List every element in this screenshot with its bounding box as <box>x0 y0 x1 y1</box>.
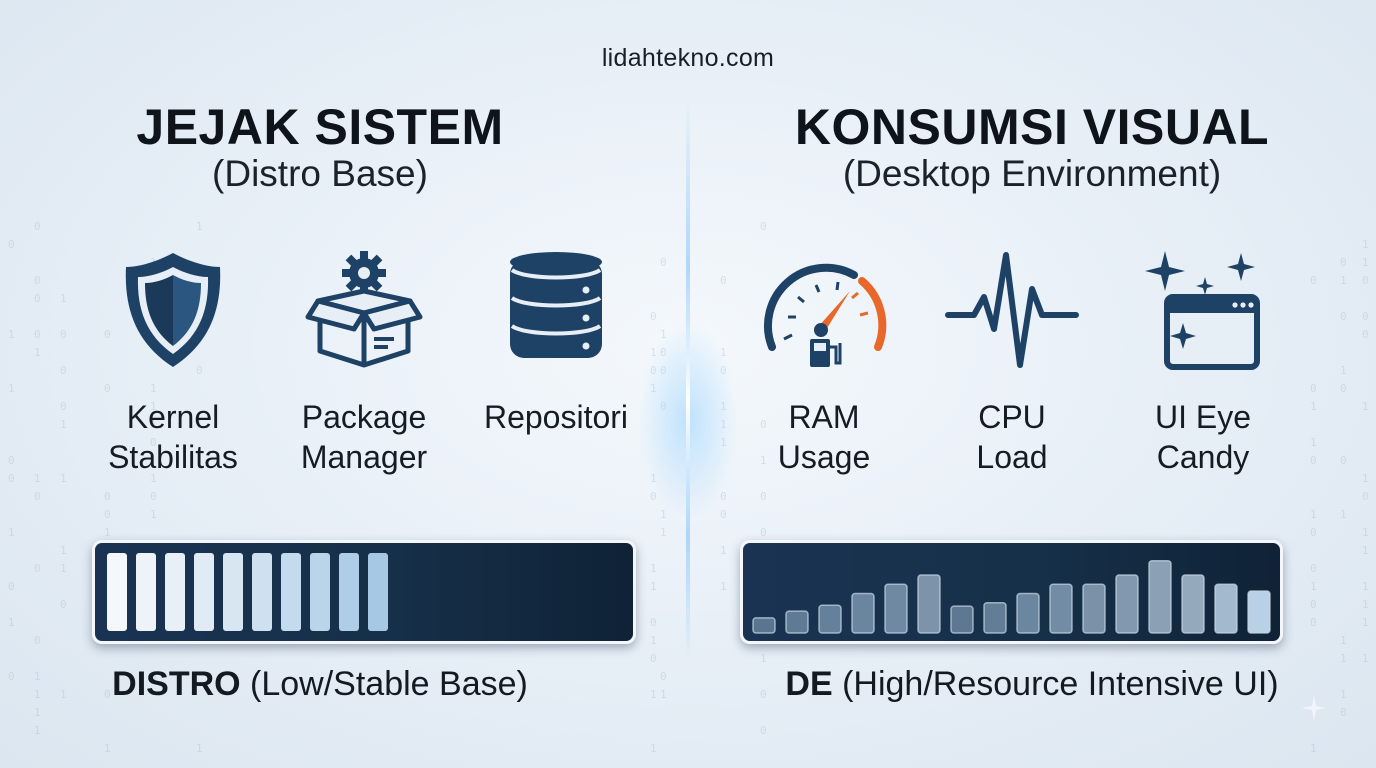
de-meter-bar <box>1214 583 1238 634</box>
de-meter <box>740 540 1283 644</box>
item-label-package: Package Manager <box>300 399 428 475</box>
de-meter-bar <box>1049 583 1073 634</box>
distro-meter-segment <box>252 553 272 631</box>
item-label-ui: UI Eye Candy <box>1154 399 1252 475</box>
right-subtitle: (Desktop Environment) <box>842 153 1222 194</box>
item-ram: RAM Usage <box>739 245 909 477</box>
de-meter-bar <box>818 604 842 634</box>
corner-sparkle-icon <box>1302 696 1326 720</box>
de-meter-bar <box>983 602 1007 634</box>
center-divider <box>686 100 690 660</box>
de-meter-bar <box>851 592 875 634</box>
database-icon <box>471 245 641 375</box>
right-panel: KONSUMSI VISUAL (Desktop Environment) <box>688 0 1376 768</box>
site-watermark: lidahtekno.com <box>601 44 775 72</box>
de-meter-bar <box>884 583 908 634</box>
distro-meter-segment <box>281 553 301 631</box>
left-panel: JEJAK SISTEM (Distro Base) Kernel Stabil… <box>0 99 664 704</box>
distro-meter-segment <box>368 553 388 631</box>
left-caption-rest: (Low/Stable Base) <box>240 665 528 703</box>
gauge-icon <box>739 245 909 375</box>
right-caption-bold: DE <box>785 665 833 703</box>
item-kernel: Kernel Stabilitas <box>88 245 258 477</box>
sparkle-window-icon <box>1118 245 1288 375</box>
distro-meter-segment <box>165 553 185 631</box>
de-meter-bar <box>785 610 809 634</box>
left-caption-bold: DISTRO <box>112 665 241 703</box>
de-meter-bar <box>950 605 974 634</box>
distro-meter-segment <box>136 553 156 631</box>
left-subtitle: (Distro Base) <box>212 153 428 194</box>
package-gear-icon <box>279 245 449 375</box>
left-title: JEJAK SISTEM <box>136 99 504 155</box>
de-meter-bar <box>1115 574 1139 634</box>
item-label-repositori: Repositori <box>483 399 629 435</box>
item-ui-eye-candy: UI Eye Candy <box>1118 245 1288 477</box>
item-package-manager: Package Manager <box>279 245 449 477</box>
item-repositori: Repositori <box>471 245 641 437</box>
item-cpu: CPU Load <box>927 245 1097 477</box>
right-caption-rest: (High/Resource Intensive UI) <box>832 665 1279 703</box>
de-meter-bar <box>1016 592 1040 634</box>
distro-meter-segment <box>223 553 243 631</box>
distro-meter-segment <box>194 553 214 631</box>
item-label-ram: RAM Usage <box>777 399 871 475</box>
item-label-cpu: CPU Load <box>976 399 1048 475</box>
de-meter-bar <box>1181 574 1205 634</box>
de-meter-bar <box>1148 560 1172 634</box>
right-title: KONSUMSI VISUAL <box>794 99 1270 155</box>
distro-meter-segment <box>107 553 127 631</box>
pulse-icon <box>927 245 1097 375</box>
distro-meter-segment <box>310 553 330 631</box>
de-meter-bar <box>1082 583 1106 634</box>
distro-meter-segment <box>339 553 359 631</box>
distro-meter <box>92 540 636 644</box>
de-meter-bar <box>1247 590 1271 634</box>
item-label-kernel: Kernel Stabilitas <box>108 399 238 475</box>
left-caption: DISTRO (Low/Stable Base) <box>0 665 664 704</box>
right-caption: DE (High/Resource Intensive UI) <box>688 665 1376 704</box>
shield-icon <box>88 245 258 375</box>
de-meter-bar <box>917 574 941 634</box>
de-meter-bar <box>752 617 776 634</box>
